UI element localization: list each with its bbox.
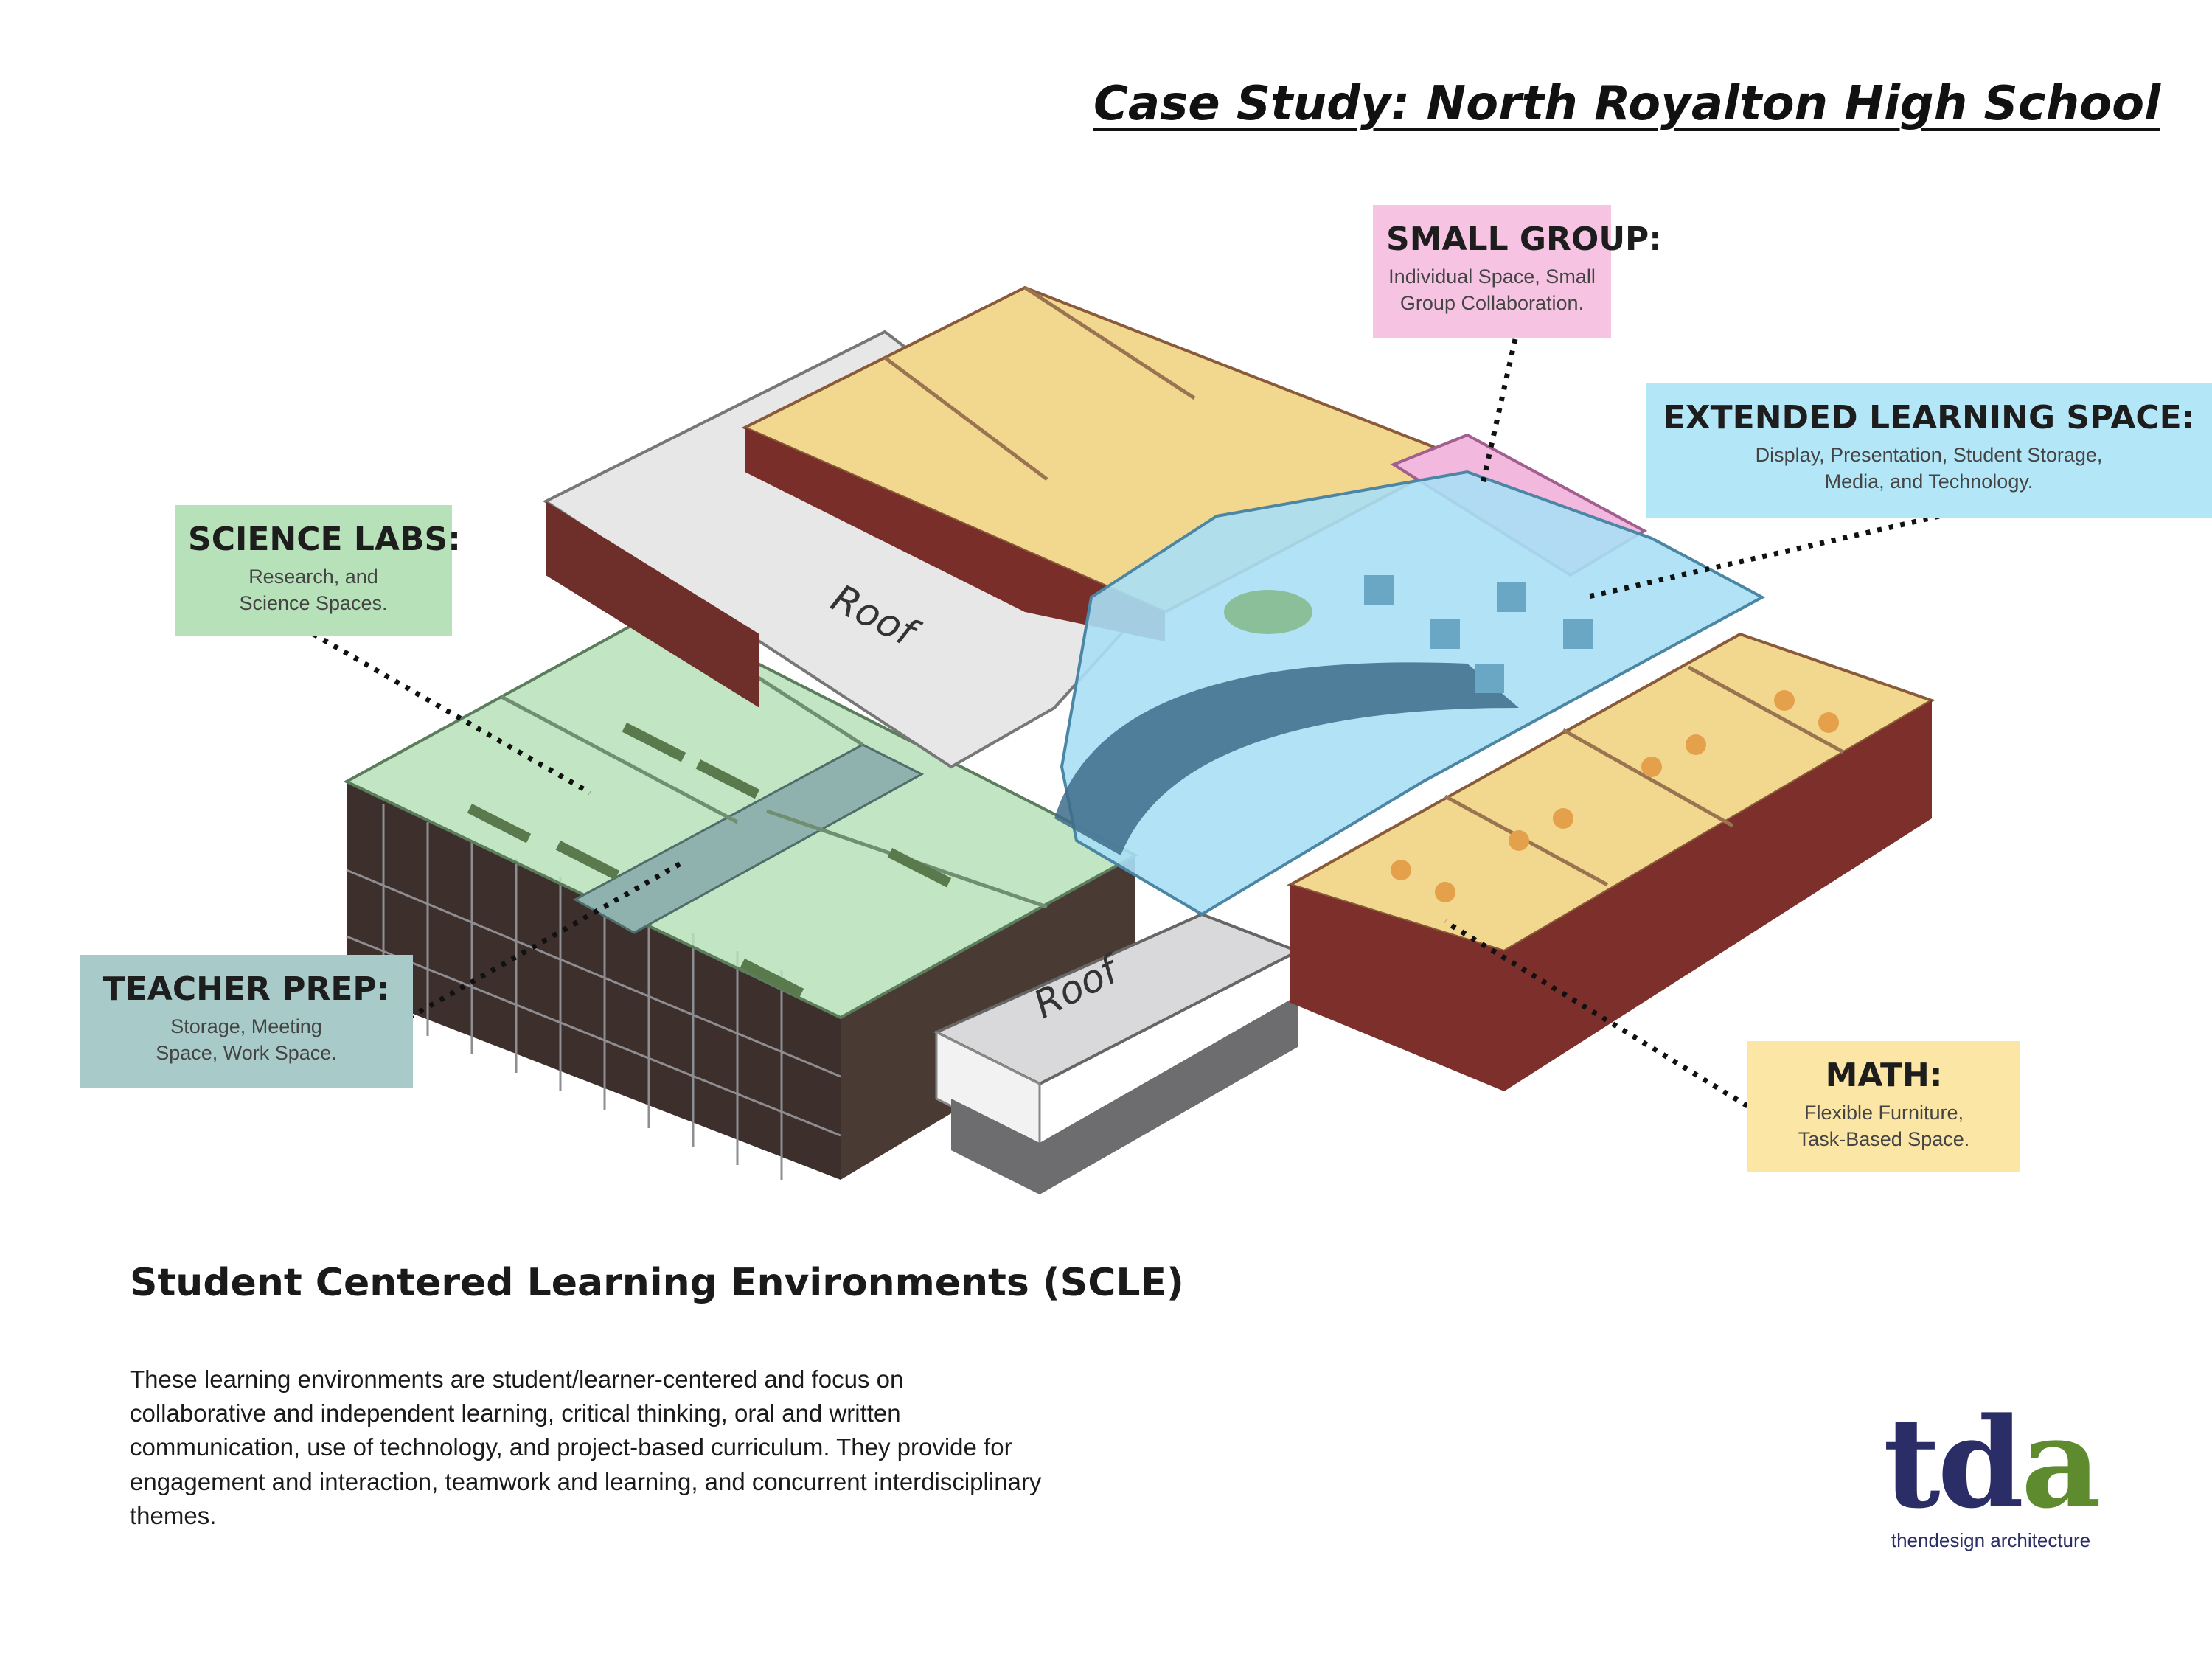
logo-letters-td: td [1883, 1390, 2024, 1536]
callout-heading: TEACHER PREP: [102, 970, 390, 1008]
callout-heading: EXTENDED LEARNING SPACE: [1663, 399, 2195, 437]
callout-description: Storage, Meeting Space, Work Space. [156, 1015, 337, 1065]
building-isometric-diagram [312, 285, 1940, 1194]
callout-math: MATH: Flexible Furniture, Task-Based Spa… [1747, 1041, 2020, 1172]
callout-heading: SMALL GROUP: [1386, 220, 1662, 258]
commons-curved-wall [1054, 662, 1519, 855]
lab-benches [467, 723, 952, 998]
callout-leader-lines [312, 338, 1940, 1108]
front-roof-lower-wall [951, 995, 1298, 1194]
science-wing-window-grid [346, 804, 841, 1180]
scle-description: These learning environments are student/… [130, 1366, 1042, 1529]
callout-teacher-prep: TEACHER PREP: Storage, Meeting Space, Wo… [80, 955, 413, 1088]
teacher-prep-zone [572, 743, 925, 934]
callout-heading: MATH: [1825, 1057, 1943, 1094]
callout-extended-learning: EXTENDED LEARNING SPACE: Display, Presen… [1646, 383, 2212, 518]
page-title: Case Study: North Royalton High School [1093, 77, 2160, 131]
callout-heading: SCIENCE LABS: [188, 521, 461, 558]
callout-science-labs: SCIENCE LABS: Research, and Science Spac… [175, 505, 461, 636]
scle-heading: Student Centered Learning Environments (… [130, 1261, 1184, 1305]
upper-classroom-partitions [883, 285, 1196, 481]
callout-description: Research, and Science Spaces. [239, 565, 388, 615]
logo-tagline: thendesign architecture [1891, 1529, 2091, 1551]
central-roof-left-wall [546, 501, 759, 708]
upper-classrooms-wall [745, 428, 1165, 641]
callout-description: Individual Space, Small Group Collaborat… [1388, 265, 1596, 315]
logo-letter-a: a [2021, 1390, 2101, 1536]
callout-description: Display, Presentation, Student Storage, … [1755, 443, 2103, 493]
callout-small-group: SMALL GROUP: Individual Space, Small Gro… [1373, 205, 1662, 338]
tda-logo: tda thendesign architecture [1873, 1401, 2109, 1552]
extended-learning-furniture [1224, 575, 1593, 693]
math-desks [1391, 690, 1839, 902]
science-wing-left-wall [347, 782, 841, 1180]
callout-description: Flexible Furniture, Task-Based Space. [1798, 1101, 1970, 1151]
math-wing-wall [1290, 700, 1932, 1091]
logo-mark: tda [1873, 1401, 2109, 1525]
